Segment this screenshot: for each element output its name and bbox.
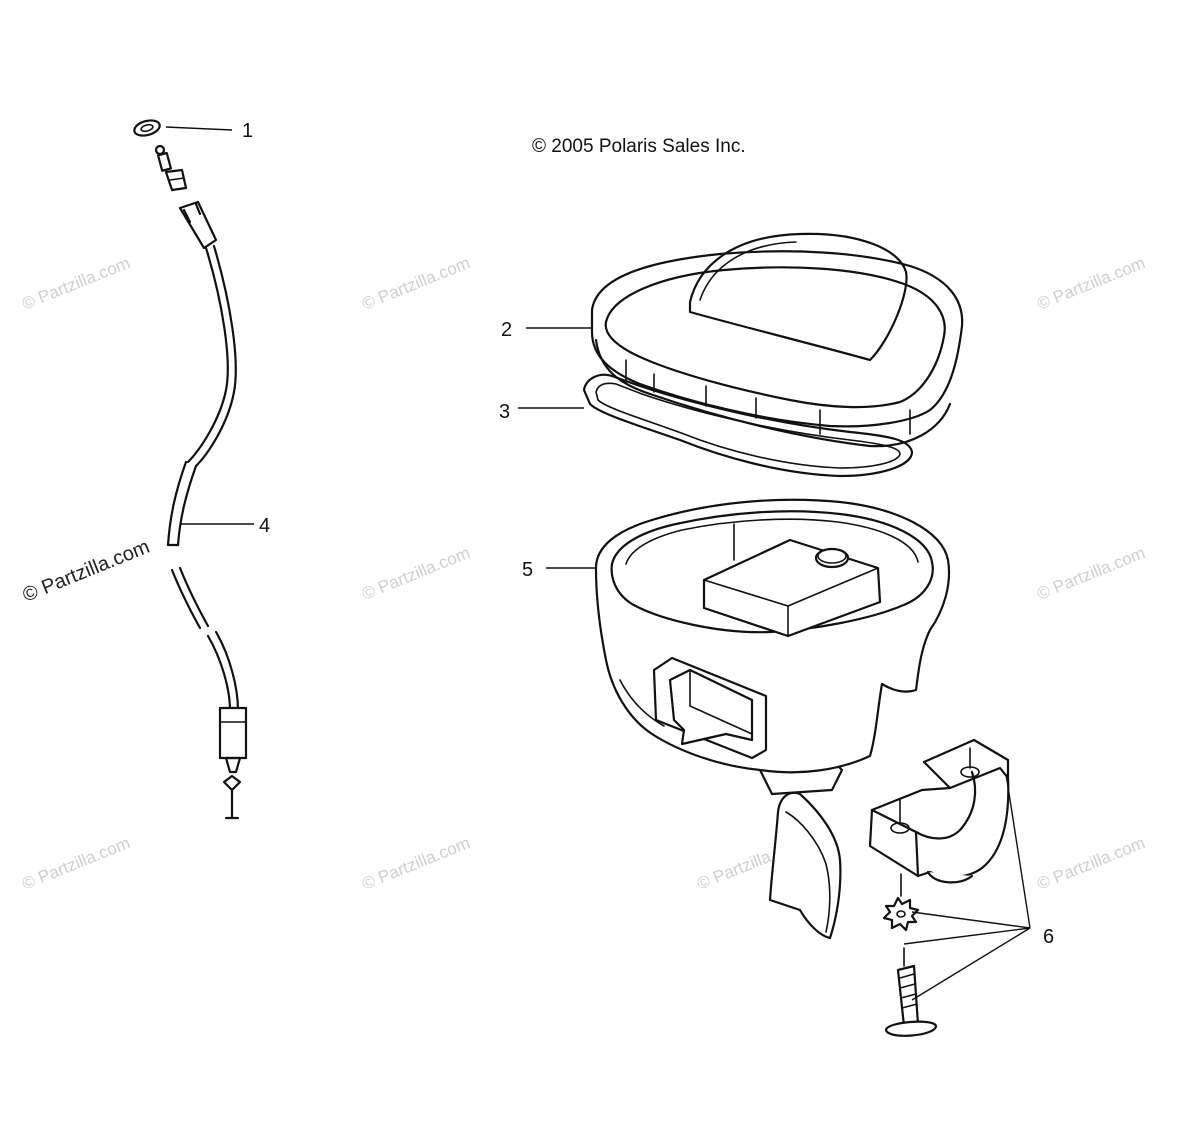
callout-3: 3 <box>499 401 510 423</box>
part-cover <box>590 232 964 448</box>
watermark: © Partzilla.com <box>1034 543 1147 604</box>
watermark: © Partzilla.com <box>1034 253 1147 314</box>
callout-4: 4 <box>259 515 270 537</box>
copyright-text: © 2005 Polaris Sales Inc. <box>532 136 746 157</box>
leader-line-1 <box>165 126 233 131</box>
watermark: © Partzilla.com <box>359 543 472 604</box>
watermark-dark: © Partzilla.com <box>20 536 153 607</box>
callout-2: 2 <box>501 319 512 341</box>
part-housing <box>594 498 951 940</box>
part-o-ring <box>133 119 161 137</box>
watermark: © Partzilla.com <box>19 253 132 314</box>
watermark: © Partzilla.com <box>19 833 132 894</box>
part-cable <box>154 144 248 820</box>
watermark: © Partzilla.com <box>359 253 472 314</box>
watermark: © Partzilla.com <box>1034 833 1147 894</box>
callout-5: 5 <box>522 559 533 581</box>
callout-6: 6 <box>1043 926 1054 948</box>
part-gasket <box>582 373 914 478</box>
part-clamp-kit <box>868 738 1031 1037</box>
callout-1: 1 <box>242 120 253 142</box>
watermark: © Partzilla.com <box>359 833 472 894</box>
